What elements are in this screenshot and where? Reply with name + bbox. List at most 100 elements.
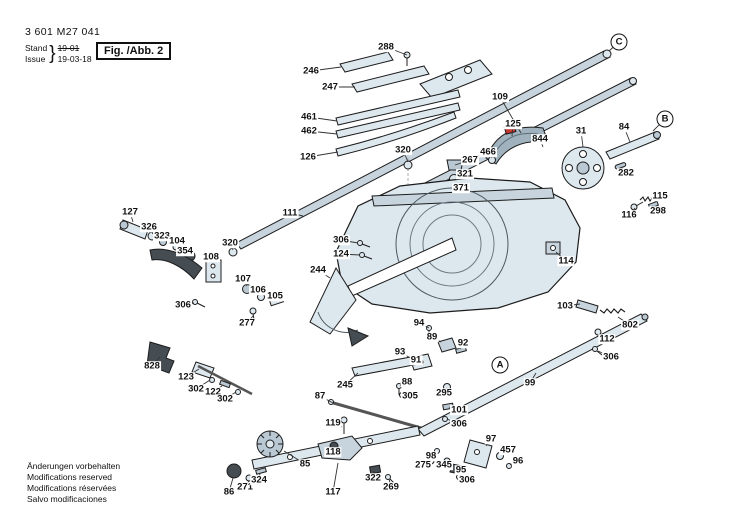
part-callout-88: 88 xyxy=(400,376,414,388)
support-bar xyxy=(417,313,649,437)
part-callout-306: 306 xyxy=(332,234,350,246)
part-callout-114: 114 xyxy=(557,255,575,267)
revision-block: Stand Issue } 19-01 19-03-18 xyxy=(25,43,100,64)
part-callout-302: 302 xyxy=(216,393,234,405)
title-block: 3 601 M27 041 Stand Issue } 19-01 19-03-… xyxy=(25,26,100,64)
part-callout-306: 306 xyxy=(602,351,620,363)
part-callout-306: 306 xyxy=(458,474,476,486)
part-callout-245: 245 xyxy=(336,379,354,391)
part-callout-302: 302 xyxy=(187,383,205,395)
part-callout-119: 119 xyxy=(324,417,342,429)
part-callout-123: 123 xyxy=(177,371,195,383)
part-callout-127: 127 xyxy=(121,206,139,218)
part-callout-85: 85 xyxy=(298,458,312,470)
part-callout-124: 124 xyxy=(332,248,350,260)
part-callout-371: 371 xyxy=(452,182,470,194)
part-callout-112: 112 xyxy=(598,333,616,345)
part-number: 3 601 M27 041 xyxy=(25,26,101,38)
notice-line: Änderungen vorbehalten xyxy=(27,460,121,471)
part-callout-125: 125 xyxy=(504,118,522,130)
part-callout-111: 111 xyxy=(281,207,299,219)
part-callout-305: 305 xyxy=(401,390,419,402)
part-callout-108: 108 xyxy=(202,251,220,263)
part-callout-320: 320 xyxy=(221,237,239,249)
notice-line: Modifications réservées xyxy=(27,482,117,493)
part-callout-31: 31 xyxy=(574,125,588,137)
part-callout-106: 106 xyxy=(249,284,267,296)
part-callout-116: 116 xyxy=(620,209,638,221)
part-callout-97: 97 xyxy=(484,433,498,445)
part-callout-323: 323 xyxy=(153,230,171,242)
part-callout-96: 96 xyxy=(511,455,525,467)
part-callout-828: 828 xyxy=(143,360,161,372)
part-callout-246: 246 xyxy=(302,65,320,77)
part-callout-269: 269 xyxy=(382,481,400,493)
part-callout-118: 118 xyxy=(324,446,342,458)
part-callout-84: 84 xyxy=(617,121,631,133)
part-callout-247: 247 xyxy=(321,81,339,93)
part-callout-277: 277 xyxy=(238,317,256,329)
part-callout-306: 306 xyxy=(450,418,468,430)
part-callout-94: 94 xyxy=(412,317,426,329)
reference-marker-A: A xyxy=(491,356,509,374)
part-callout-104: 104 xyxy=(168,235,186,247)
part-callout-126: 126 xyxy=(299,151,317,163)
part-callout-322: 322 xyxy=(364,472,382,484)
reference-marker-C: C xyxy=(610,33,628,51)
slide-rail-upper xyxy=(235,49,612,250)
part-callout-105: 105 xyxy=(266,290,284,302)
part-callout-326: 326 xyxy=(140,221,158,233)
leader-line xyxy=(332,462,339,493)
part-callout-109: 109 xyxy=(491,91,509,103)
part-callout-844: 844 xyxy=(531,133,549,145)
part-callout-93: 93 xyxy=(393,346,407,358)
stand-label: Stand xyxy=(25,43,48,53)
part-callout-320: 320 xyxy=(394,144,412,156)
part-callout-295: 295 xyxy=(435,387,453,399)
part-callout-103: 103 xyxy=(556,300,574,312)
notice-line: Salvo modificaciones xyxy=(27,493,107,504)
part-callout-466: 466 xyxy=(479,146,497,158)
part-callout-115: 115 xyxy=(651,190,669,202)
part-callout-461: 461 xyxy=(300,111,318,123)
figure-label: Fig. /Abb. 2 xyxy=(96,42,172,60)
fence-parts xyxy=(335,51,493,157)
part-callout-91: 91 xyxy=(409,354,423,366)
part-callout-87: 87 xyxy=(313,390,327,402)
part-callout-99: 99 xyxy=(523,377,537,389)
part-callout-802: 802 xyxy=(621,319,639,331)
part-callout-95: 95 xyxy=(454,464,468,476)
part-callout-107: 107 xyxy=(234,273,252,285)
part-callout-275: 275 xyxy=(414,459,432,471)
reference-marker-B: B xyxy=(656,110,674,128)
part-callout-92: 92 xyxy=(456,337,470,349)
part-callout-354: 354 xyxy=(176,245,194,257)
notice-line: Modifications reserved xyxy=(27,471,113,482)
part-callout-462: 462 xyxy=(300,125,318,137)
part-callout-101: 101 xyxy=(450,404,468,416)
stand-value: 19-01 xyxy=(57,43,80,53)
part-callout-298: 298 xyxy=(649,205,667,217)
part-callout-282: 282 xyxy=(617,167,635,179)
part-callout-321: 321 xyxy=(456,168,474,180)
part-callout-244: 244 xyxy=(309,264,327,276)
revision-brace: } xyxy=(49,43,56,65)
legal-notice: Änderungen vorbehalten Modifications res… xyxy=(27,461,120,505)
part-callout-345: 345 xyxy=(435,459,453,471)
part-callout-117: 117 xyxy=(324,486,342,498)
part-callout-306: 306 xyxy=(174,299,192,311)
part-callout-324: 324 xyxy=(250,474,268,486)
handwheel xyxy=(561,146,605,190)
issue-label: Issue xyxy=(25,53,46,64)
part-callout-271: 271 xyxy=(236,481,254,493)
issue-value: 19-03-18 xyxy=(57,53,92,64)
part-callout-122: 122 xyxy=(204,386,222,398)
part-callout-86: 86 xyxy=(222,486,236,498)
saw-base xyxy=(309,177,581,347)
part-callout-98: 98 xyxy=(424,450,438,462)
part-callout-89: 89 xyxy=(425,331,439,343)
part-callout-267: 267 xyxy=(461,154,479,166)
